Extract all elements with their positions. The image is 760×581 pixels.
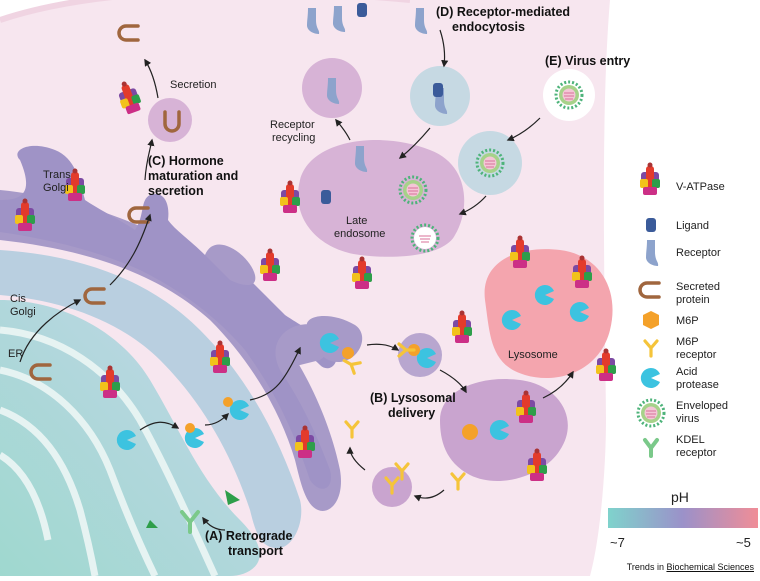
legend-m6p-receptor-2: receptor xyxy=(676,349,717,361)
legend-m6p-receptor-icon xyxy=(643,339,659,358)
label-e: (E) Virus entry xyxy=(545,54,630,68)
label-cis-golgi-2: Golgi xyxy=(10,306,36,318)
legend-acid-protease-icon xyxy=(640,368,660,388)
label-cis-golgi-1: Cis xyxy=(10,293,26,305)
ph-scale-low: ~7 xyxy=(610,535,625,550)
legend-ligand: Ligand xyxy=(676,220,709,232)
legend-receptor-icon xyxy=(646,240,659,266)
arrow-endocytic-to-late xyxy=(398,127,431,159)
label-a-1: (A) Retrograde xyxy=(205,529,293,543)
arrow-er-lysosome-b1 xyxy=(139,421,180,431)
label-b-2: delivery xyxy=(388,406,435,420)
legend-receptor: Receptor xyxy=(676,247,721,259)
label-c-1: (C) Hormone xyxy=(148,154,224,168)
label-c-3: secretion xyxy=(148,184,204,198)
label-d-1: (D) Receptor-mediated xyxy=(436,5,570,19)
legend-enveloped-virus-icon xyxy=(636,398,666,428)
legend: V-ATPase Ligand Receptor Secreted protei… xyxy=(636,162,728,459)
legend-secreted-protein-2: protein xyxy=(676,294,710,306)
legend-acid-protease-2: protease xyxy=(676,379,719,391)
arrow-vesicle-to-transport xyxy=(366,343,400,351)
label-er: ER xyxy=(8,348,23,360)
arrow-er-lysosome-b2 xyxy=(204,412,230,426)
arrow-retrograde xyxy=(202,516,226,531)
label-d-2: endocytosis xyxy=(452,20,525,34)
legend-enveloped-virus-1: Enveloped xyxy=(676,400,728,412)
legend-v-atpase-icon xyxy=(640,162,660,195)
arrow-late-to-recycle xyxy=(413,489,445,502)
label-trans-golgi-2: Golgi xyxy=(43,182,69,194)
legend-secreted-protein-1: Secreted xyxy=(676,281,720,293)
arrow-late-to-lysosome xyxy=(542,370,574,399)
ph-scale: pH ~7 ~5 xyxy=(608,489,758,550)
label-trans-golgi-1: Trans xyxy=(43,169,71,181)
legend-m6p-icon xyxy=(643,311,659,329)
credit-journal: Biochemical Sciences xyxy=(666,562,754,572)
label-late-endosome-1: Late xyxy=(346,215,367,227)
legend-m6p-receptor-1: M6P xyxy=(676,336,699,348)
arrow-virus-in xyxy=(506,117,541,142)
arrow-secretion-out xyxy=(144,58,159,99)
arrow-er-to-golgi xyxy=(19,299,82,363)
journal-credit: Trends in Biochemical Sciences xyxy=(627,562,754,572)
legend-enveloped-virus-2: virus xyxy=(676,413,700,425)
arrow-virus-to-late xyxy=(458,195,487,216)
legend-m6p: M6P xyxy=(676,315,699,327)
arrow-to-golgi-vesicle xyxy=(249,346,301,401)
arrow-to-secretion-vesicle xyxy=(144,138,155,181)
legend-kdel-receptor-2: receptor xyxy=(676,447,717,459)
legend-acid-protease-1: Acid xyxy=(676,366,697,378)
label-b-1: (B) Lysosomal xyxy=(370,391,456,405)
legend-secreted-protein-icon xyxy=(638,281,661,299)
arrow-transport-to-late xyxy=(439,369,467,394)
arrow-recycle-to-golgi xyxy=(346,446,366,471)
ph-gradient-bar xyxy=(608,508,758,528)
label-secretion: Secretion xyxy=(170,79,216,91)
label-receptor-recycling-2: recycling xyxy=(272,132,315,144)
legend-kdel-receptor-icon xyxy=(643,438,659,458)
ph-scale-high: ~5 xyxy=(736,535,751,550)
trans-golgi xyxy=(0,145,337,489)
arrow-surface-down xyxy=(439,29,449,68)
arrow-recycling-up xyxy=(335,118,351,141)
label-late-endosome-2: endosome xyxy=(334,228,385,240)
legend-ligand-icon xyxy=(646,218,656,232)
label-lysosome: Lysosome xyxy=(508,349,558,361)
legend-kdel-receptor-1: KDEL xyxy=(676,434,705,446)
arrow-cis-to-trans xyxy=(109,213,152,286)
label-receptor-recycling-1: Receptor xyxy=(270,119,315,131)
secretion-vesicle xyxy=(148,98,192,142)
cis-golgi xyxy=(0,250,302,549)
label-a-2: transport xyxy=(228,544,284,558)
ph-scale-title: pH xyxy=(671,489,689,505)
label-c-2: maturation and xyxy=(148,169,238,183)
credit-prefix: Trends in xyxy=(626,562,667,572)
legend-v-atpase: V-ATPase xyxy=(676,181,725,193)
